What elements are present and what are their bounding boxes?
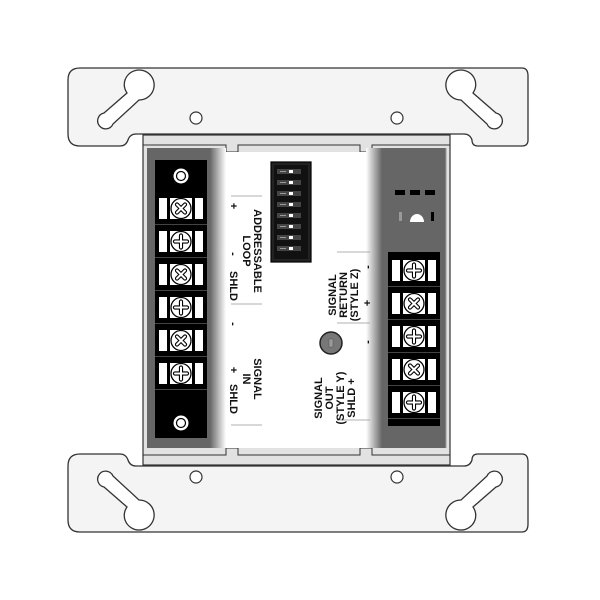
dip-switch-toggle bbox=[277, 169, 301, 174]
terminal-screw-x-icon bbox=[155, 192, 207, 225]
in-plus-label: + bbox=[227, 366, 239, 374]
signal-return-label: SIGNAL RETURN (STYLE Z) bbox=[327, 268, 361, 322]
dip-switch-toggle bbox=[277, 235, 301, 240]
addressable-loop-label: ADDRESSABLE LOOP bbox=[240, 209, 263, 293]
dip-switch-toggle bbox=[277, 224, 301, 229]
dip-switch-toggle bbox=[277, 202, 301, 207]
test-button bbox=[319, 331, 343, 355]
right-terminals bbox=[388, 254, 440, 419]
terminal-screw-x-icon bbox=[155, 258, 207, 291]
mount-hole-icon bbox=[189, 111, 203, 125]
return-minus-label: - bbox=[362, 265, 374, 269]
terminal-screw-plus-icon bbox=[388, 386, 440, 419]
led-dashes bbox=[395, 190, 435, 195]
loop-shld-label: SHLD bbox=[227, 271, 239, 301]
terminal-screw-plus-icon bbox=[155, 225, 207, 258]
out-minus-label: - bbox=[362, 340, 374, 344]
dip-switch-toggle bbox=[277, 246, 301, 251]
keyhole-icon bbox=[445, 470, 503, 531]
bottom-mounting-plate bbox=[67, 453, 529, 533]
keyhole-icon bbox=[97, 69, 155, 130]
loop-minus-label: - bbox=[227, 252, 239, 256]
mount-hole-icon bbox=[390, 470, 404, 484]
terminal-screw-plus-icon bbox=[155, 357, 207, 390]
terminal-screw-x-icon bbox=[155, 324, 207, 357]
keyhole-icon bbox=[97, 470, 155, 531]
dip-switch-positions bbox=[277, 169, 307, 257]
mount-hole-icon bbox=[390, 111, 404, 125]
return-plus-label: + bbox=[362, 299, 374, 307]
terminal-screw-plus-icon bbox=[388, 320, 440, 353]
mount-hole-icon bbox=[189, 470, 203, 484]
end-cap-screw-icon bbox=[172, 167, 190, 185]
terminal-screw-plus-icon bbox=[155, 291, 207, 324]
end-cap-screw-icon bbox=[172, 414, 190, 432]
terminal-screw-plus-icon bbox=[388, 254, 440, 287]
loop-plus-label: + bbox=[227, 202, 239, 210]
in-minus-label: - bbox=[227, 322, 239, 326]
dip-switch-toggle bbox=[277, 180, 301, 185]
terminal-screw-x-icon bbox=[388, 353, 440, 386]
in-shld-label: SHLD bbox=[227, 384, 239, 414]
left-terminals bbox=[155, 192, 207, 390]
signal-in-label: SIGNAL IN bbox=[240, 358, 263, 400]
dip-switch-toggle bbox=[277, 213, 301, 218]
top-mounting-plate bbox=[67, 67, 529, 147]
keyhole-icon bbox=[445, 69, 503, 130]
dip-switch-toggle bbox=[277, 191, 301, 196]
terminal-screw-x-icon bbox=[388, 287, 440, 320]
signal-out-label: SIGNAL OUT (STYLE Y) SHLD + bbox=[313, 371, 358, 425]
status-led-icon bbox=[410, 214, 424, 222]
